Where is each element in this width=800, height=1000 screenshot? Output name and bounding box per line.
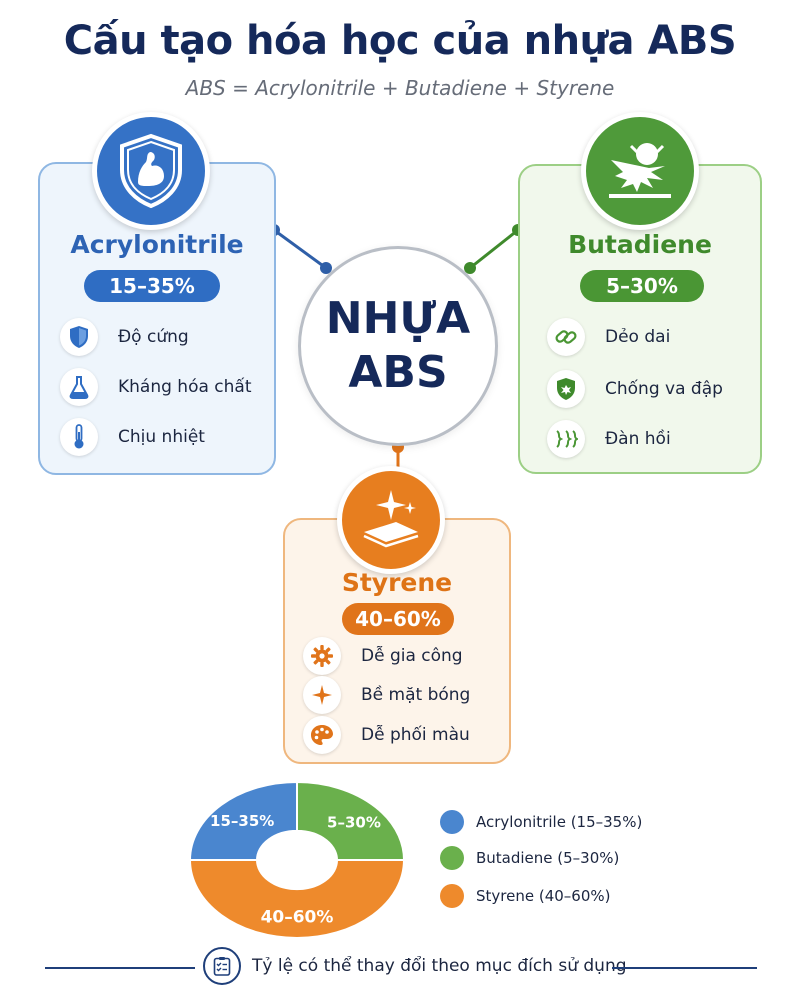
footer-divider-right [612, 967, 757, 969]
spring-icon [547, 420, 585, 458]
acrylonitrile-property-hardness: Độ cứng [60, 318, 189, 356]
abs-center-circle: NHỰA ABS [298, 246, 498, 446]
checklist-icon [203, 947, 241, 985]
legend-swatch [440, 846, 464, 870]
legend-swatch [440, 810, 464, 834]
styrene-property-processing: Dễ gia công [303, 637, 463, 675]
shield-muscle-icon [92, 112, 210, 230]
butadiene-property-elasticity: Đàn hồi [547, 420, 671, 458]
gear-icon [303, 637, 341, 675]
center-line-2: ABS [348, 347, 448, 398]
donut-label-butadiene: 5–30% [327, 814, 381, 832]
thermometer-icon [60, 418, 98, 456]
butadiene-name: Butadiene [568, 230, 712, 259]
acrylonitrile-property-chemical: Kháng hóa chất [60, 368, 252, 406]
donut-slice-acrylonitrile [190, 780, 298, 861]
donut-label-styrene: 40–60% [261, 907, 334, 927]
center-line-1: NHỰA [325, 293, 471, 344]
legend-item-acrylonitrile: Acrylonitrile (15–35%) [440, 810, 642, 834]
butadiene-property-toughness: Dẻo dai [547, 318, 670, 356]
palette-icon [303, 716, 341, 754]
property-label: Đàn hồi [605, 429, 671, 449]
acrylonitrile-property-heat: Chịu nhiệt [60, 418, 205, 456]
property-label: Dễ gia công [361, 646, 463, 666]
styrene-property-gloss: Bề mặt bóng [303, 676, 470, 714]
legend-item-butadiene: Butadiene (5–30%) [440, 846, 619, 870]
sparkle-icon [303, 676, 341, 714]
styrene-name: Styrene [341, 568, 453, 597]
property-label: Dễ phối màu [361, 725, 470, 745]
glossy-sheet-icon [337, 466, 445, 574]
legend-item-styrene: Styrene (40–60%) [440, 884, 610, 908]
legend-label: Butadiene (5–30%) [476, 849, 620, 867]
page-subtitle: ABS = Acrylonitrile + Butadiene + Styren… [185, 76, 615, 100]
legend-label: Styrene (40–60%) [476, 887, 611, 905]
shield-icon [60, 318, 98, 356]
footer-note: Tỷ lệ có thể thay đổi theo mục đích sử d… [252, 956, 627, 976]
property-label: Dẻo dai [605, 327, 671, 347]
acrylonitrile-percent-badge: 15–35% [84, 270, 220, 302]
property-label: Độ cứng [118, 327, 189, 347]
butadiene-percent-badge: 5–30% [580, 270, 704, 302]
property-label: Kháng hóa chất [118, 377, 252, 397]
donut-slice-styrene [190, 859, 406, 939]
butadiene-property-impact: Chống va đập [547, 370, 723, 408]
composition-donut-chart: 15–35% 5–30% 40–60% [190, 780, 406, 939]
property-label: Chống va đập [605, 379, 723, 399]
impact-shield-icon [547, 370, 585, 408]
styrene-percent-badge: 40–60% [342, 603, 454, 635]
flask-icon [60, 368, 98, 406]
acrylonitrile-name: Acrylonitrile [70, 230, 244, 259]
property-label: Bề mặt bóng [361, 685, 471, 705]
footer-divider-left [45, 967, 195, 969]
donut-slice-butadiene [296, 780, 405, 868]
legend-swatch [440, 884, 464, 908]
donut-label-acrylonitrile: 15–35% [210, 812, 274, 830]
page-title: Cấu tạo hóa học của nhựa ABS [63, 18, 737, 64]
link-icon [547, 318, 585, 356]
legend-label: Acrylonitrile (15–35%) [476, 813, 643, 831]
impact-burst-icon [581, 112, 699, 230]
property-label: Chịu nhiệt [118, 427, 205, 447]
styrene-property-coloring: Dễ phối màu [303, 716, 470, 754]
